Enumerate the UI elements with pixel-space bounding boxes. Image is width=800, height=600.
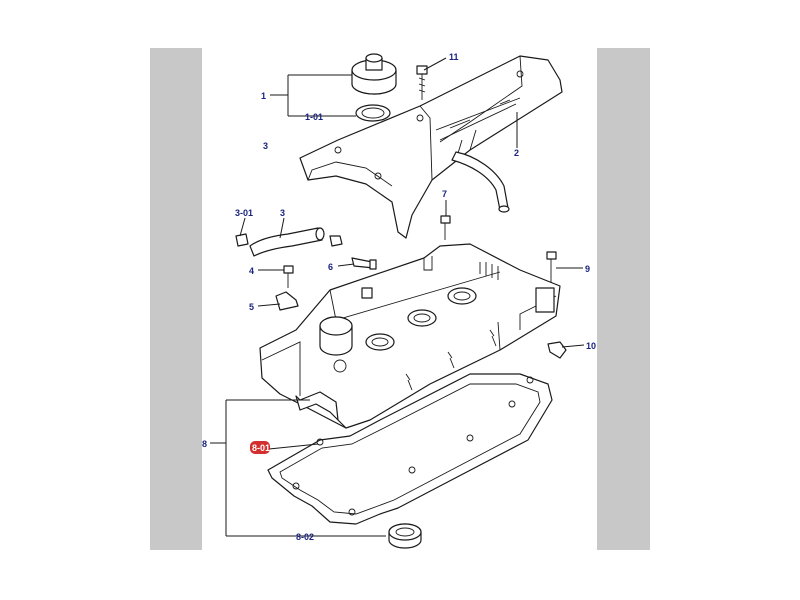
- left-margin-panel: [150, 48, 202, 550]
- callout-2[interactable]: 2: [514, 148, 519, 158]
- sensor-part-6[interactable]: [351, 257, 377, 270]
- callout-4[interactable]: 4: [249, 266, 254, 276]
- bracket-part-5[interactable]: [275, 291, 299, 311]
- crankcase-vent-hose[interactable]: [249, 227, 325, 257]
- callout-3-hose[interactable]: 3: [280, 208, 285, 218]
- callout-11[interactable]: 11: [449, 52, 459, 62]
- callout-9[interactable]: 9: [585, 264, 590, 274]
- plug-part-10[interactable]: [547, 341, 567, 359]
- hose-clamp-3-01[interactable]: [235, 233, 249, 247]
- right-margin-panel: [597, 48, 650, 550]
- bolt-part-4[interactable]: [283, 265, 294, 288]
- callout-8[interactable]: 8: [202, 439, 207, 449]
- valve-cover[interactable]: [259, 243, 561, 429]
- callout-8-01[interactable]: 8-01: [252, 443, 270, 453]
- callout-1-01[interactable]: 1-01: [305, 112, 323, 122]
- tube-seal-8-02[interactable]: [388, 523, 422, 549]
- highlight-marker: [250, 441, 270, 454]
- callout-3-main[interactable]: 3: [263, 141, 268, 151]
- oil-filler-cap[interactable]: [351, 53, 397, 95]
- callout-5[interactable]: 5: [249, 302, 254, 312]
- callout-1[interactable]: 1: [261, 91, 266, 101]
- callout-8-02[interactable]: 8-02: [296, 532, 314, 542]
- breather-hose-upper[interactable]: [451, 151, 510, 213]
- callout-labels: 1 1-01 11 2 3 7 3-01 3 4 6 9 5 10 8 8-01…: [202, 52, 596, 542]
- bolt-part-7[interactable]: [440, 215, 451, 240]
- valve-cover-gasket[interactable]: [267, 373, 553, 525]
- callout-6[interactable]: 6: [328, 262, 333, 272]
- callout-10[interactable]: 10: [586, 341, 596, 351]
- callout-3-01[interactable]: 3-01: [235, 208, 253, 218]
- leader-lines: [210, 57, 585, 537]
- hose-fitting[interactable]: [329, 235, 343, 247]
- callout-7[interactable]: 7: [442, 189, 447, 199]
- filler-cap-seal[interactable]: [355, 104, 391, 122]
- bolt-part-11[interactable]: [416, 65, 428, 100]
- engine-cover[interactable]: [299, 55, 563, 239]
